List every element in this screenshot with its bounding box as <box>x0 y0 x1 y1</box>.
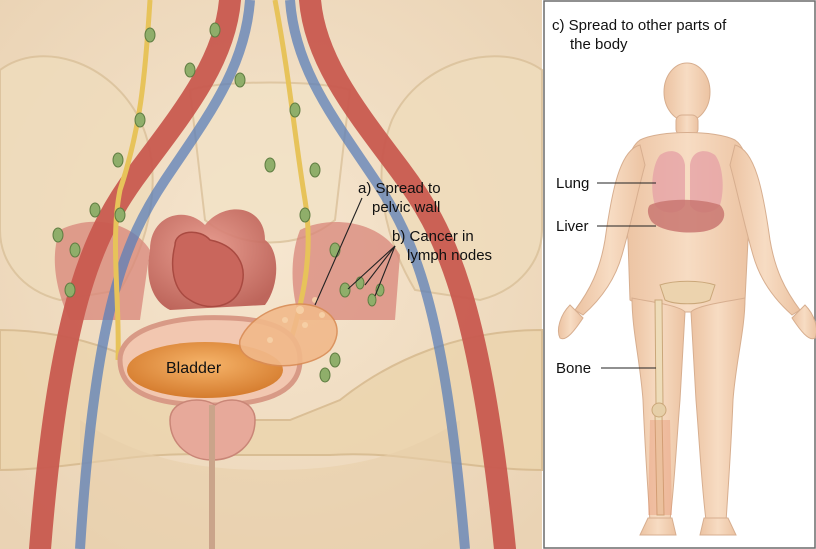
organ-label-liver: Liver <box>556 218 589 235</box>
knee-joint <box>652 403 666 417</box>
lymph-node <box>135 113 145 127</box>
lymph-node <box>320 368 330 382</box>
label-a-line1: a) Spread to <box>358 180 441 197</box>
figure-neck <box>676 115 698 135</box>
label-a-line2: pelvic wall <box>372 199 440 216</box>
lymph-node <box>330 243 340 257</box>
lymph-node <box>115 208 125 222</box>
lymph-node <box>70 243 80 257</box>
lymph-node <box>356 277 364 289</box>
lymph-node <box>210 23 220 37</box>
pelvis-bone-small <box>660 281 715 304</box>
lymph-node <box>185 63 195 77</box>
label-b-line2: lymph nodes <box>407 247 492 264</box>
lymph-node <box>265 158 275 172</box>
lymph-node <box>90 203 100 217</box>
label-b-line1: b) Cancer in <box>392 228 474 245</box>
figure-head <box>664 63 710 121</box>
lower-leg-highlight <box>648 420 672 515</box>
lymph-node <box>113 153 123 167</box>
body-title-line1: c) Spread to other parts of <box>552 17 727 34</box>
lymph-node <box>53 228 63 242</box>
organ-label-lung: Lung <box>556 175 589 192</box>
body-title-line2: the body <box>570 36 628 53</box>
lymph-node <box>310 163 320 177</box>
organ-label-bone: Bone <box>556 360 591 377</box>
lymph-node <box>290 103 300 117</box>
bladder-label: Bladder <box>166 360 222 377</box>
body-panel: c) Spread to other parts of the body Lun… <box>544 1 816 548</box>
pelvis-panel: Bladder a) Spread to pelvic wall b) Canc… <box>0 0 542 549</box>
lymph-node <box>145 28 155 42</box>
lymph-node <box>65 283 75 297</box>
lymph-node <box>330 353 340 367</box>
lymph-node <box>300 208 310 222</box>
femur-bone <box>655 300 663 405</box>
lymph-node <box>340 283 350 297</box>
lymph-node <box>235 73 245 87</box>
